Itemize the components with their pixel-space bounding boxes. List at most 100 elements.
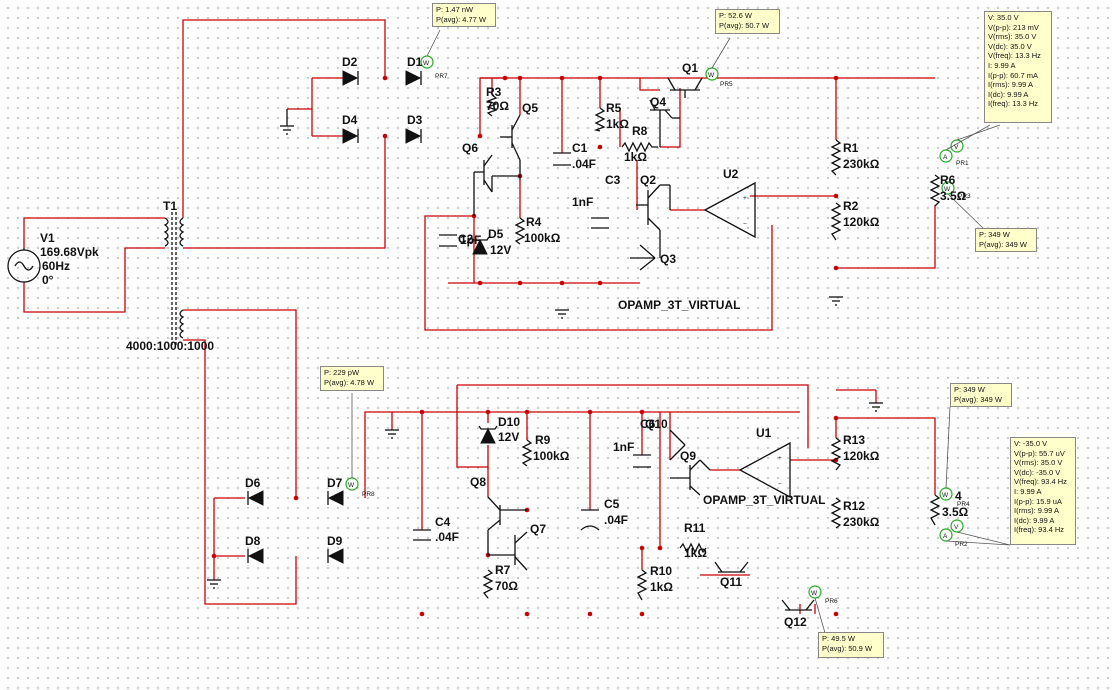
label-r13-value: 120kΩ	[843, 449, 880, 463]
opamp-u1[interactable]: +−	[738, 441, 791, 499]
transistor-q11[interactable]	[714, 561, 749, 573]
transistor-q1[interactable]	[667, 77, 703, 98]
label-c5-value: .04F	[604, 513, 628, 527]
capacitor-c3[interactable]	[591, 217, 609, 229]
probe-pr5-readout[interactable]: P: 52.6 W P(avg): 50.7 W	[715, 9, 780, 34]
transistor-q8[interactable]	[487, 496, 527, 555]
transistor-q3[interactable]	[630, 230, 661, 271]
resistor-r11[interactable]	[679, 542, 707, 554]
probe-pr4-readout[interactable]: P: 349 W P(avg): 349 W	[950, 383, 1012, 407]
label-r8-value: 1kΩ	[624, 150, 647, 164]
opamp-u2[interactable]: +−	[703, 181, 756, 239]
capacitor-c6[interactable]	[633, 454, 651, 468]
resistor-r9[interactable]	[521, 439, 533, 467]
resistor-r3[interactable]	[486, 94, 498, 117]
capacitor-c4[interactable]	[413, 529, 431, 541]
probe-line: V(freq): 13.3 Hz	[988, 51, 1041, 61]
probe-line: I(freq): 13.3 Hz	[988, 99, 1039, 109]
capacitor-c2[interactable]	[439, 234, 457, 247]
probe-line: I(freq): 93.4 Hz	[1014, 525, 1065, 535]
label-c2: C2	[458, 232, 474, 246]
transistor-q5[interactable]	[500, 114, 521, 180]
resistor-r8[interactable]	[621, 141, 658, 153]
transistor-q2[interactable]	[636, 184, 671, 231]
resistor-r7[interactable]	[482, 569, 494, 599]
svg-text:V: V	[954, 524, 959, 531]
probe-pr2-icon[interactable]: AV	[939, 519, 964, 542]
label-r3-value: 70Ω	[486, 99, 509, 113]
transistor-q6[interactable]	[473, 154, 520, 216]
diode-d7[interactable]	[327, 490, 344, 506]
label-r5: R5	[606, 101, 622, 115]
capacitor-c5[interactable]	[580, 509, 600, 531]
resistor-r4[interactable]	[514, 217, 526, 245]
ground-symbol	[829, 296, 843, 306]
probe-pr5-icon[interactable]: W	[705, 67, 719, 81]
label-r5-value: 1kΩ	[606, 117, 629, 131]
transistor-q4[interactable]	[649, 99, 680, 147]
diode-d4[interactable]	[342, 128, 359, 144]
probe-pr1-readout[interactable]: V: 35.0 V V(p-p): 213 mV V(rms): 35.0 V …	[984, 11, 1052, 123]
zener-d10[interactable]	[478, 425, 498, 444]
wires	[23, 19, 936, 614]
v1-source[interactable]	[7, 248, 41, 283]
probe-pr8-readout[interactable]: P: 229 pW P(avg): 4.78 W	[320, 366, 384, 391]
resistor-r10[interactable]	[636, 569, 648, 601]
probe-line: V(rms): 35.0 V	[1014, 458, 1063, 468]
label-q7: Q7	[530, 522, 546, 536]
probe-line: P: 349 W	[954, 385, 985, 394]
label-r2-value: 120kΩ	[843, 215, 880, 229]
transistor-q12[interactable]	[781, 599, 815, 611]
label-d6: D6	[245, 476, 261, 490]
label-r1: R1	[843, 141, 859, 155]
probe-pr6-icon[interactable]: W	[808, 585, 822, 599]
label-q6: Q6	[462, 141, 478, 155]
capacitor-c1[interactable]	[553, 152, 571, 166]
diode-d3[interactable]	[405, 128, 422, 144]
resistor-r1[interactable]	[830, 139, 842, 176]
probe-pr7-icon[interactable]: W	[420, 55, 434, 69]
tag-pr1: PR1	[956, 160, 969, 167]
label-q5: Q5	[522, 101, 538, 115]
resistor-r12[interactable]	[830, 497, 842, 529]
label-r4-value: 100kΩ	[524, 231, 561, 245]
probe-pr3-readout[interactable]: P: 349 W P(avg): 349 W	[975, 228, 1037, 252]
label-c5: C5	[604, 497, 620, 511]
label-d1: D1	[407, 55, 423, 69]
resistor-r2[interactable]	[830, 202, 842, 241]
probe-line: I(dc): 9.99 A	[988, 89, 1029, 99]
transistor-q10[interactable]	[669, 429, 686, 461]
probe-pr8-icon[interactable]: W	[345, 477, 359, 491]
transistor-q9[interactable]	[670, 459, 711, 496]
probe-line: V(freq): 93.4 Hz	[1014, 477, 1067, 487]
probe-pr7-readout[interactable]: P: 1.47 nW P(avg): 4.77 W	[432, 3, 496, 27]
resistor-r14[interactable]	[929, 494, 941, 526]
probe-line: P: 52.6 W	[719, 11, 752, 20]
diode-d1[interactable]	[405, 70, 422, 86]
probe-pr2-readout[interactable]: V: -35.0 V V(p-p): 55.7 uV V(rms): 35.0 …	[1010, 437, 1076, 545]
svg-text:V: V	[954, 144, 959, 151]
diode-d2[interactable]	[342, 70, 359, 86]
label-d2: D2	[342, 55, 358, 69]
transistor-q7[interactable]	[488, 531, 528, 571]
wire	[424, 215, 773, 331]
probe-line: P(avg): 50.7 W	[719, 20, 770, 30]
diode-d6[interactable]	[247, 490, 264, 506]
wire	[660, 88, 681, 148]
probe-pr1-icon[interactable]: AV	[939, 139, 964, 163]
label-r11: R11	[684, 521, 706, 535]
resistor-r13[interactable]	[830, 437, 842, 471]
probe-pr4-icon[interactable]: W	[939, 487, 953, 501]
diode-d8[interactable]	[247, 548, 264, 564]
wire	[836, 417, 936, 495]
label-c3-value: 1nF	[572, 195, 593, 209]
label-r12-value: 230kΩ	[843, 515, 880, 529]
resistor-r5[interactable]	[593, 107, 606, 132]
resistor-r6[interactable]	[929, 174, 941, 207]
label-r3: R3	[486, 85, 502, 99]
diode-d9[interactable]	[327, 548, 344, 564]
zener-d5[interactable]	[470, 236, 490, 255]
probe-pr6-readout[interactable]: P: 49.5 W P(avg): 50.9 W	[818, 632, 884, 658]
t1-transformer[interactable]	[163, 212, 185, 345]
